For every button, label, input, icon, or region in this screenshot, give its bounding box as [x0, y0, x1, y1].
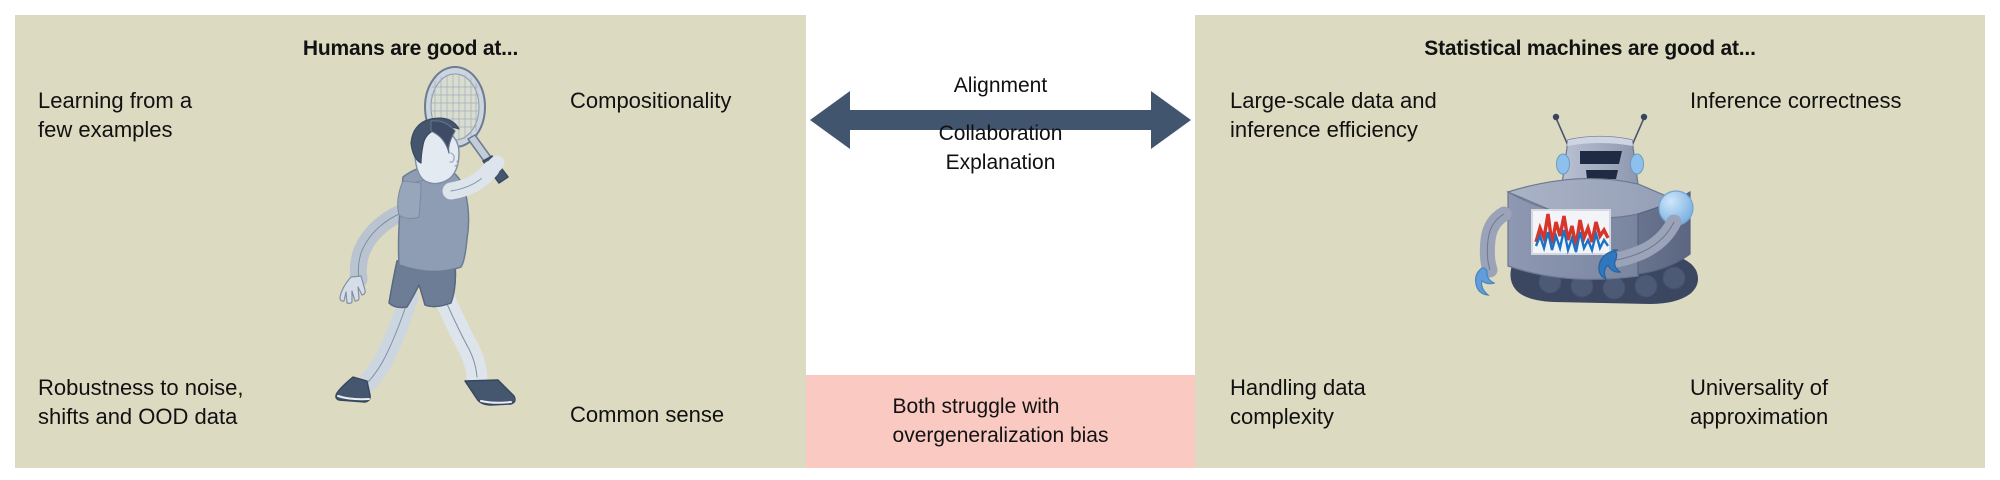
capability-robustness-to-noise: Robustness to noise, shifts and OOD data	[38, 375, 244, 430]
shared-limitation-box: Both struggle with overgeneralization bi…	[806, 375, 1195, 468]
capability-handling-data-complexity: Handling data complexity	[1230, 375, 1366, 430]
tennis-player-illustration	[305, 65, 535, 415]
capability-common-sense: Common sense	[570, 402, 725, 427]
shared-limitation-text: Both struggle with overgeneralization bi…	[892, 395, 1109, 447]
panel-machines-title: Statistical machines are good at...	[1424, 37, 1756, 60]
bridge-label-collaboration-explanation: Collaboration Explanation	[938, 122, 1063, 174]
panel-humans-title: Humans are good at...	[302, 37, 519, 60]
bridge-label-alignment: Alignment	[953, 74, 1048, 97]
capability-learning-from-few-examples: Learning from a few examples	[38, 88, 193, 143]
bridge-column: Alignment Collaboration Explanation Both…	[806, 15, 1195, 468]
panel-statistical-machines: Statistical machines are good at... Larg…	[1195, 15, 1985, 468]
robot-illustration	[1470, 110, 1730, 310]
capability-universality-of-approximation: Universality of approximation	[1690, 375, 1829, 430]
capability-large-scale-data: Large-scale data and inference efficienc…	[1230, 88, 1437, 143]
capability-inference-correctness: Inference correctness	[1690, 88, 1902, 113]
panel-humans: Humans are good at... Learning from a fe…	[15, 15, 806, 468]
double-headed-arrow-icon	[806, 83, 1195, 158]
capability-compositionality: Compositionality	[570, 88, 732, 113]
